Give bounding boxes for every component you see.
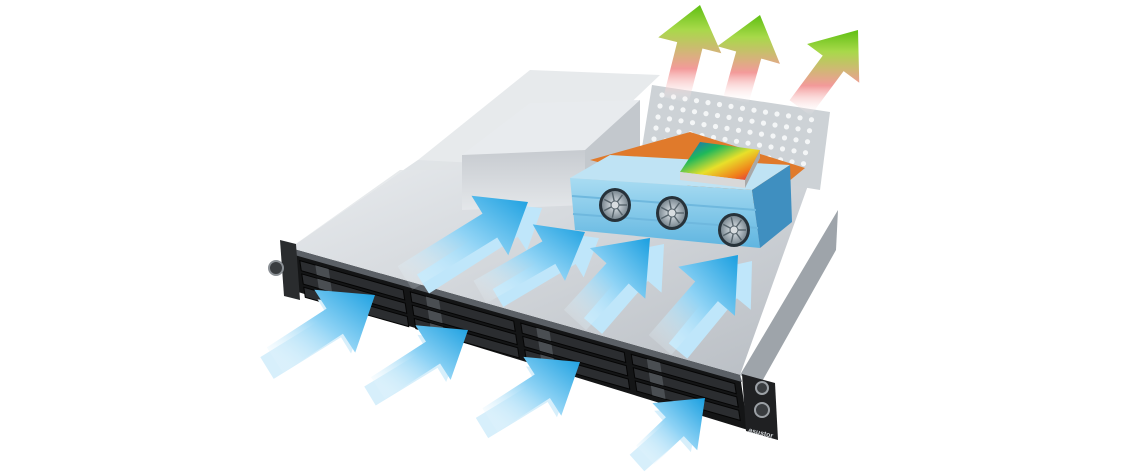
exhaust-airflow-arrow [717,15,780,104]
exhaust-airflow-arrow [790,30,860,116]
intake-airflow-arrow [482,357,580,432]
fan-icon [718,213,750,247]
exhaust-airflow-arrow [658,5,721,103]
fan-icon [599,188,631,222]
rack-screw-icon [756,382,768,394]
exhaust-airflow-arrows [658,5,859,116]
rack-screw-icon [755,403,769,417]
rack-ear-left [269,240,300,300]
rack-ear-right: asustor [742,374,778,440]
intake-airflow-arrow [636,398,705,464]
fan-icon [656,196,688,230]
